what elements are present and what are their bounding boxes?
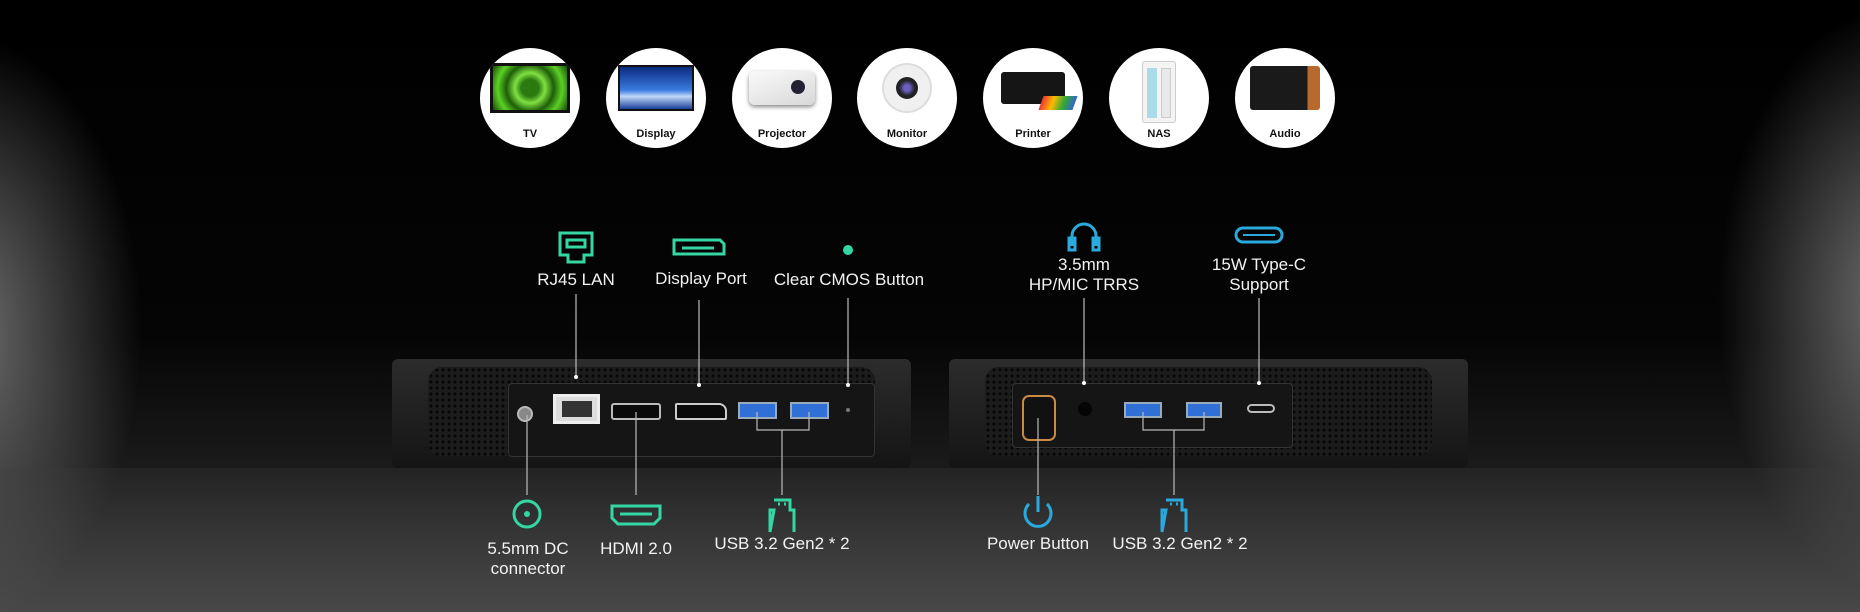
audio-circle: Audio [1235,48,1335,148]
rear-io-panel [1012,383,1293,448]
displayport-port [675,403,727,420]
audio-label: Audio [1269,128,1301,140]
dc-connector-icon [512,499,542,529]
hdmi-icon [610,504,662,526]
displayport-label: Display Port [655,269,747,288]
dc-label-line2: connector [490,559,566,578]
rj45-port [553,394,600,424]
nas-label: NAS [1147,128,1171,140]
security-camera-icon [884,65,930,111]
mini-pc-front [392,359,911,468]
display-icon [618,65,694,111]
tv-label: TV [522,128,538,140]
projector-label: Projector [757,128,807,140]
audio-label-line1: 3.5mm [1058,255,1110,274]
rj45-label: RJ45 LAN [537,270,615,289]
printer-icon [1001,72,1078,110]
cmos-button[interactable] [846,408,850,412]
monitor-circle: Monitor [857,48,957,148]
nas-circle: NAS [1109,48,1209,148]
power-icon [1023,496,1053,528]
projector-circle: Projector [732,48,832,148]
typec-label-line1: 15W Type-C [1211,255,1307,274]
audio-label-line2: HP/MIC TRRS [1028,275,1140,294]
hdmi-label: HDMI 2.0 [600,539,672,558]
speaker-icon [1250,66,1320,110]
mini-pc-rear [949,359,1468,468]
tv-circle: TV [480,48,580,148]
display-label: Display [636,128,676,140]
dc-label-line1: 5.5mm DC [487,539,569,558]
usb-right-label: USB 3.2 Gen2 * 2 [1112,534,1248,553]
audio-jack [1078,402,1092,416]
display-circle: Display [606,48,706,148]
leader-lines [526,294,1260,495]
usb-icon [768,498,796,533]
floor-reflection [0,468,1860,612]
cmos-dot-icon [843,245,853,255]
dc-jack [517,406,533,422]
usb-c-port [1247,404,1275,413]
usb-left-label: USB 3.2 Gen2 * 2 [714,534,850,553]
power-label: Power Button [986,534,1090,553]
usb-icon-right [1160,498,1188,533]
cmos-label: Clear CMOS Button [773,270,925,289]
usb-c-icon [1234,226,1284,244]
printer-circle: Printer [983,48,1083,148]
tv-icon [490,63,570,113]
typec-label-line2: Support [1229,275,1289,294]
projector-icon [749,71,815,105]
monitor-label: Monitor [886,128,928,140]
ethernet-icon [558,231,594,264]
printer-label: Printer [1015,128,1051,140]
nas-icon [1142,61,1176,123]
displayport-icon [672,238,726,256]
power-button[interactable] [1022,395,1056,441]
headphones-icon [1067,222,1101,252]
